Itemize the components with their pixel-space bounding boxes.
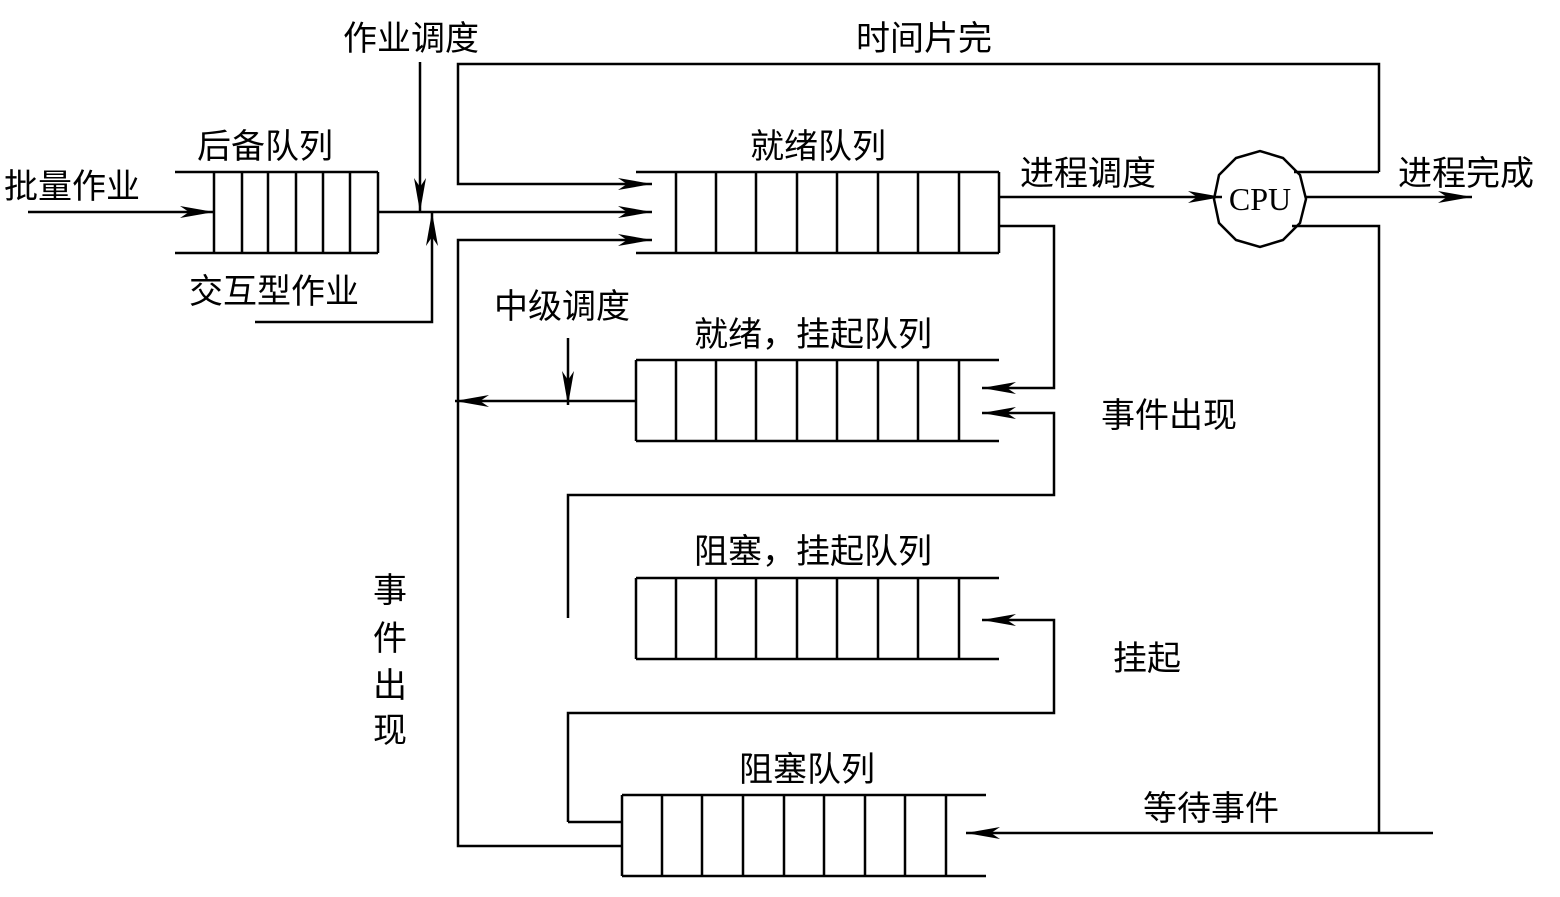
label-blocked-queue: 阻塞队列	[739, 750, 875, 790]
label-ready-queue: 就绪队列	[750, 127, 886, 167]
label-process-done: 进程完成	[1398, 154, 1534, 194]
label-event-occurs-char: 件	[373, 619, 407, 659]
blocked-suspend-queue	[634, 576, 999, 661]
label-mid-scheduling: 中级调度	[494, 287, 630, 327]
label-process-scheduling: 进程调度	[1020, 154, 1156, 194]
label-event-occurs-right: 事件出现	[1101, 396, 1237, 436]
label-wait-event: 等待事件	[1143, 789, 1279, 829]
label-time-slice-done: 时间片完	[856, 19, 992, 59]
blocked-queue	[620, 793, 986, 878]
label-backup-queue: 后备队列	[197, 127, 333, 167]
label-ready-suspend-queue: 就绪，挂起队列	[694, 315, 932, 355]
label-blocked-suspend-queue: 阻塞，挂起队列	[694, 532, 932, 572]
arrow-suspend-blocked	[566, 614, 1056, 822]
label-suspend: 挂起	[1113, 639, 1181, 679]
ready-queue	[636, 170, 1001, 255]
arrow-interactive-job	[255, 212, 438, 324]
arrow-time-slice	[456, 62, 1381, 190]
arrow-ready-to-ready-suspend	[982, 224, 1056, 394]
arrow-event-occurs-suspended	[566, 407, 1056, 618]
label-event-occurs-vertical: 事 件 出 现	[373, 571, 407, 751]
label-cpu: CPU	[1229, 181, 1291, 217]
label-event-occurs-char: 出	[373, 666, 407, 706]
backup-queue	[175, 170, 380, 255]
label-job-scheduling: 作业调度	[343, 19, 479, 59]
ready-suspend-queue	[634, 358, 999, 443]
flow-arrows	[28, 62, 1472, 848]
label-event-occurs-char: 现	[373, 711, 407, 751]
label-event-occurs-char: 事	[373, 571, 407, 611]
label-batch-job: 批量作业	[4, 167, 140, 207]
arrow-event-occurs-blocked	[456, 234, 652, 848]
label-interactive-job: 交互型作业	[189, 272, 359, 312]
